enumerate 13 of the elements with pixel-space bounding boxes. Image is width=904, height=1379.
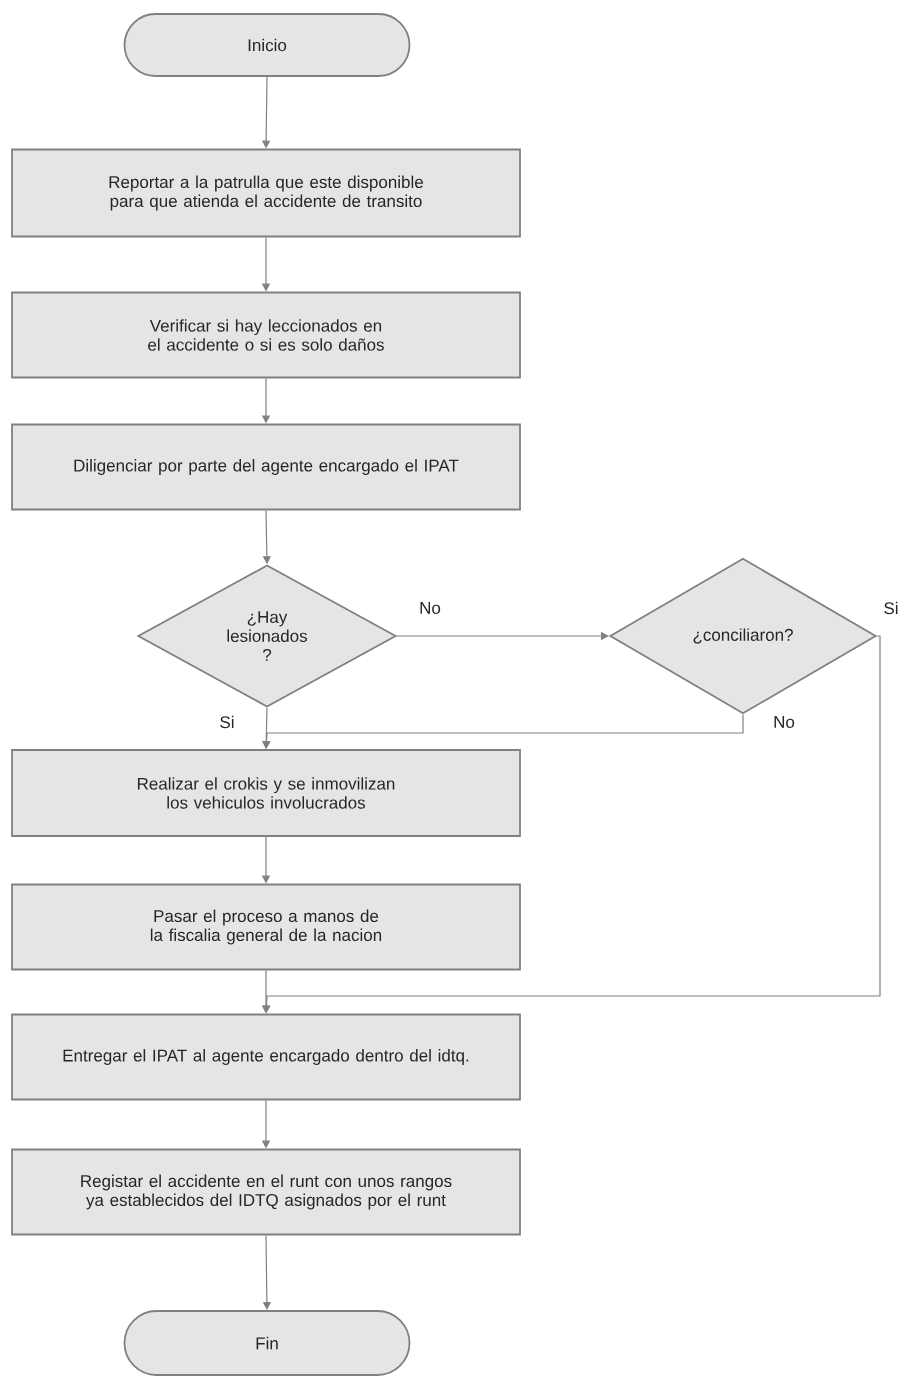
edge-label: Si xyxy=(217,713,237,731)
process-box: Diligenciar por parte del agente encargado el IPAT xyxy=(11,423,521,511)
process-box: Realizar el crokis y se inmovilizan los vehiculos involucrados xyxy=(11,749,521,837)
process-box: Entregar el IPAT al agente encargado dentro del idtq. xyxy=(11,1013,521,1101)
terminal-box: Inicio xyxy=(123,13,411,77)
edge-label: Si xyxy=(881,599,901,617)
edge-label: No xyxy=(771,714,797,730)
process-box: Pasar el proceso a manos de la fiscalia general de la nacion xyxy=(11,883,521,971)
edge-label: No xyxy=(417,600,443,616)
process-box: Registar el accidente en el runt con unos rangos ya establecidos del IDTQ asignados por el runt xyxy=(11,1148,521,1236)
process-box: Reportar a la patrulla que este disponible para que atienda el accidente de transito xyxy=(11,148,521,238)
terminal-box: Fin xyxy=(123,1310,411,1376)
process-box: Verificar si hay leccionados en el accidente o si es solo daños xyxy=(11,291,521,379)
